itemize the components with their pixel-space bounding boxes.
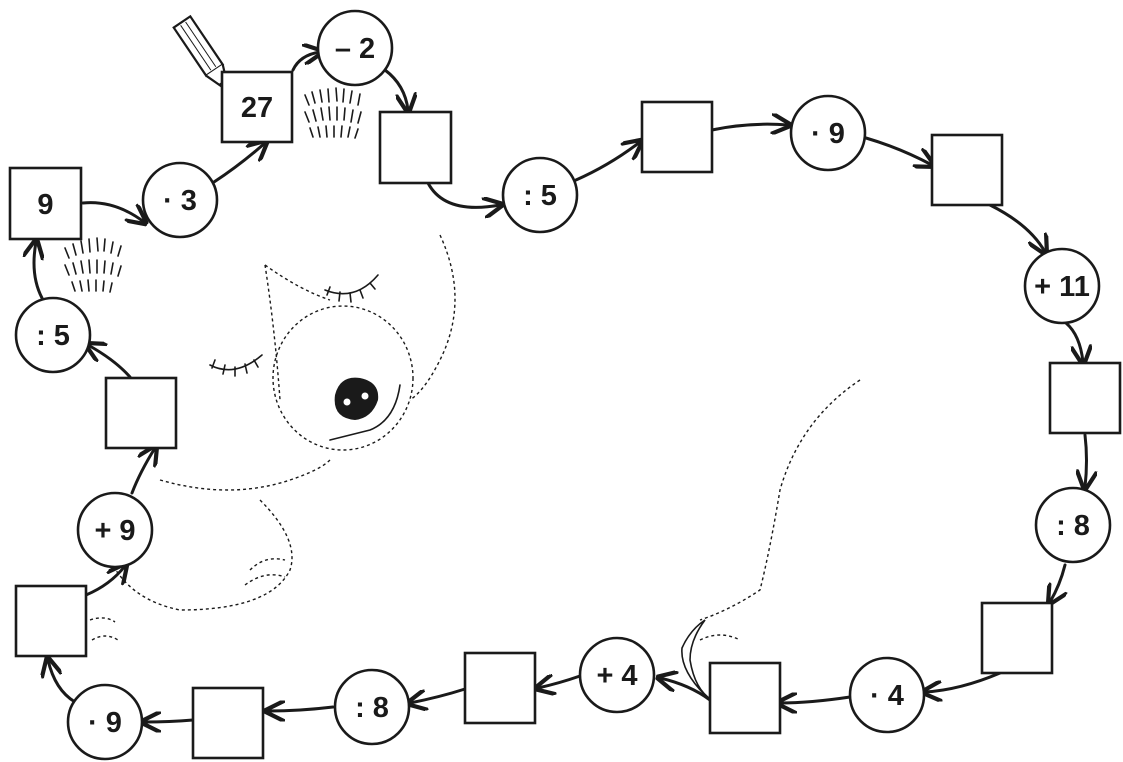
arrow-box2-op2 xyxy=(291,52,320,72)
operation-circle: · 9 xyxy=(66,683,144,761)
answer-box[interactable] xyxy=(980,601,1054,675)
operation-label: + 9 xyxy=(94,515,135,547)
answer-box[interactable]: 9 xyxy=(8,166,83,241)
dog-nostril-right xyxy=(361,392,369,400)
arrow-box4-op4 xyxy=(710,124,788,130)
operation-label: + 11 xyxy=(1034,271,1090,303)
operation-circle: : 5 xyxy=(14,296,92,374)
paw-toe-1 xyxy=(249,558,286,571)
arrow-box5-op5 xyxy=(988,203,1045,252)
answer-box[interactable] xyxy=(1048,361,1122,435)
dog-back-ear xyxy=(409,234,456,401)
arrow-op4-box5 xyxy=(864,136,932,165)
operation-circle: : 8 xyxy=(333,668,411,746)
operation-label: : 8 xyxy=(355,692,389,724)
answer-box-value: 9 xyxy=(37,189,53,221)
answer-box[interactable]: 27 xyxy=(220,70,294,144)
arrow-box3-op3 xyxy=(426,181,500,207)
operation-label: : 5 xyxy=(36,320,70,352)
dog-eye-right xyxy=(324,274,379,295)
operation-circle: · 9 xyxy=(789,94,867,172)
arrow-box7-op7 xyxy=(925,671,1002,692)
dog-tail xyxy=(681,619,713,701)
answer-box[interactable] xyxy=(191,686,265,760)
answer-box[interactable] xyxy=(463,651,537,725)
answer-box[interactable] xyxy=(14,584,88,658)
dog-ear-back xyxy=(264,264,281,401)
answer-box[interactable] xyxy=(708,661,782,735)
dog-ear xyxy=(264,264,331,301)
operation-circle: · 3 xyxy=(141,161,219,239)
arrow-box10-op10 xyxy=(144,720,195,722)
operation-circle: + 4 xyxy=(578,636,656,714)
operation-label: : 8 xyxy=(1056,510,1090,542)
answer-box-value: 27 xyxy=(241,92,273,124)
arrow-op11-box12 xyxy=(130,448,155,495)
fur-mark-1 xyxy=(89,617,116,623)
paw-toe-2 xyxy=(244,574,286,586)
operation-circle: – 2 xyxy=(316,9,394,87)
answer-box[interactable] xyxy=(640,100,714,174)
operation-label: – 2 xyxy=(335,33,375,65)
operation-label: + 4 xyxy=(596,660,637,692)
answer-boxes: 9 27 xyxy=(8,70,1122,760)
answer-box[interactable] xyxy=(378,110,453,185)
dog-body-back xyxy=(699,379,861,621)
operation-circle: + 9 xyxy=(76,491,154,569)
operation-label: · 4 xyxy=(870,680,904,712)
fur-patch xyxy=(64,87,362,293)
operation-label: · 9 xyxy=(88,707,122,739)
answer-box[interactable] xyxy=(930,133,1004,207)
dog-head-outline xyxy=(272,305,414,451)
sleeping-dog-drawing xyxy=(89,234,861,701)
operation-label: · 9 xyxy=(811,118,845,150)
fur-mark-2 xyxy=(91,635,119,641)
operation-circle: : 8 xyxy=(1034,486,1112,564)
arrow-op1-box2 xyxy=(212,143,265,184)
arrow-box8-op8 xyxy=(660,678,712,702)
arrow-op12-box1 xyxy=(34,242,42,300)
arrow-box1-op1 xyxy=(81,201,144,222)
fur-mark-3 xyxy=(699,634,741,641)
arrow-box11-op11 xyxy=(84,566,125,597)
operation-circle: · 4 xyxy=(848,656,926,734)
arrow-op9-box10 xyxy=(268,707,335,711)
dog-eyelashes-right xyxy=(326,282,376,303)
arrow-op7-box8 xyxy=(780,697,852,703)
dog-paw-top xyxy=(159,459,331,491)
operation-circles: · 3 – 2 : 5 · 9 + 11 : 8 · 4 + 4 xyxy=(14,9,1112,761)
arrow-op6-box7 xyxy=(1050,563,1065,602)
dog-nose xyxy=(334,377,379,420)
arrow-op8-box9 xyxy=(538,676,582,688)
arrow-box12-op12 xyxy=(88,345,132,379)
fur-patch-top xyxy=(304,87,362,139)
chain-arrows xyxy=(34,52,1087,722)
dog-nostril-left xyxy=(343,398,351,406)
arrow-op5-box6 xyxy=(1064,321,1083,362)
arrow-box6-op6 xyxy=(1085,433,1087,487)
dog-eyelashes-left xyxy=(211,359,259,377)
arrow-op3-box4 xyxy=(574,142,640,182)
fur-patch-left xyxy=(64,237,122,293)
operation-circle: : 5 xyxy=(501,156,579,234)
operation-circle: + 11 xyxy=(1023,247,1101,325)
dog-paw xyxy=(109,499,293,611)
operation-label: · 3 xyxy=(163,185,197,217)
arrow-box9-op9 xyxy=(410,687,467,703)
operation-label: : 5 xyxy=(523,180,557,212)
dog-eye-left xyxy=(209,354,263,371)
arrow-op2-box3 xyxy=(383,68,408,110)
dog-mouth xyxy=(329,384,401,441)
answer-box[interactable] xyxy=(104,376,178,450)
arrow-op10-box11 xyxy=(48,660,77,704)
